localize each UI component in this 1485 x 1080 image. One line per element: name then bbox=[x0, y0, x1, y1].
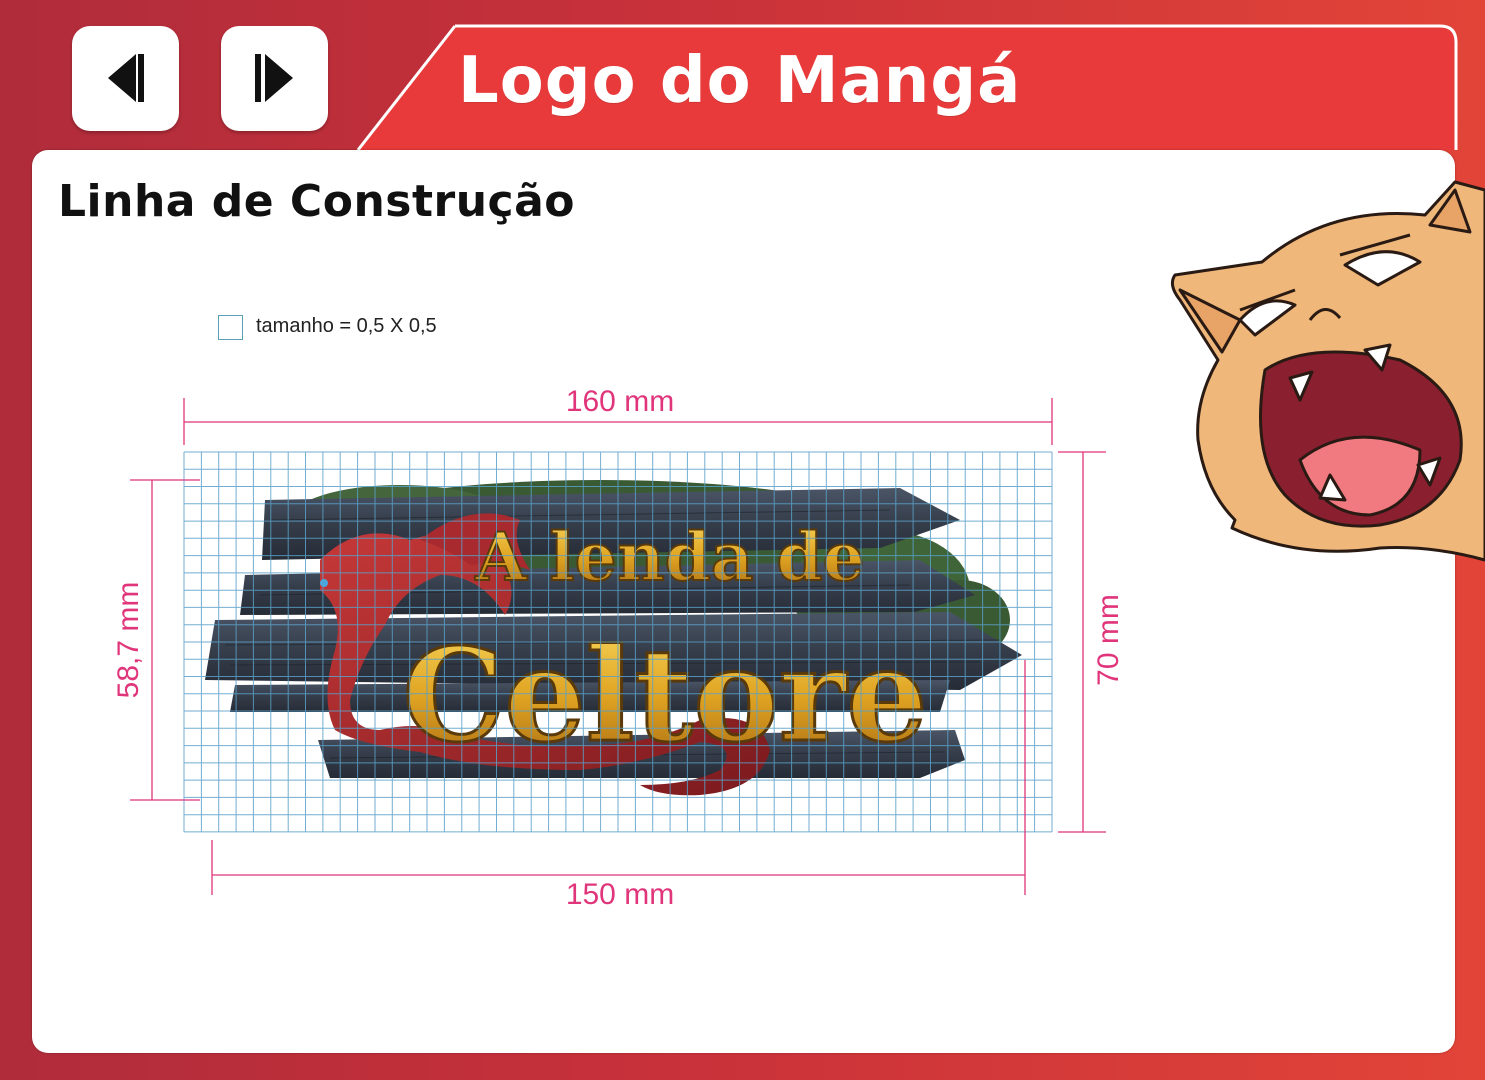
dimension-top: 160 mm bbox=[566, 385, 674, 418]
logo-text-line1: A lenda de bbox=[474, 518, 864, 596]
dimension-lines bbox=[130, 398, 1106, 895]
grid-cell-legend-swatch bbox=[218, 315, 243, 340]
dimension-right: 70 mm bbox=[1092, 594, 1125, 686]
dimension-bottom: 150 mm bbox=[566, 878, 674, 911]
page-title: Logo do Mangá bbox=[458, 44, 1022, 118]
previous-button[interactable] bbox=[72, 26, 179, 131]
dimension-left: 58,7 mm bbox=[112, 582, 145, 699]
grid-size-legend: tamanho = 0,5 X 0,5 bbox=[256, 315, 437, 337]
section-title: Linha de Construção bbox=[58, 176, 576, 227]
construction-grid bbox=[183, 451, 1053, 833]
next-button[interactable] bbox=[221, 26, 328, 131]
header-banner bbox=[356, 24, 1458, 222]
left-triangle-icon bbox=[108, 54, 144, 102]
right-triangle-icon bbox=[255, 54, 293, 102]
